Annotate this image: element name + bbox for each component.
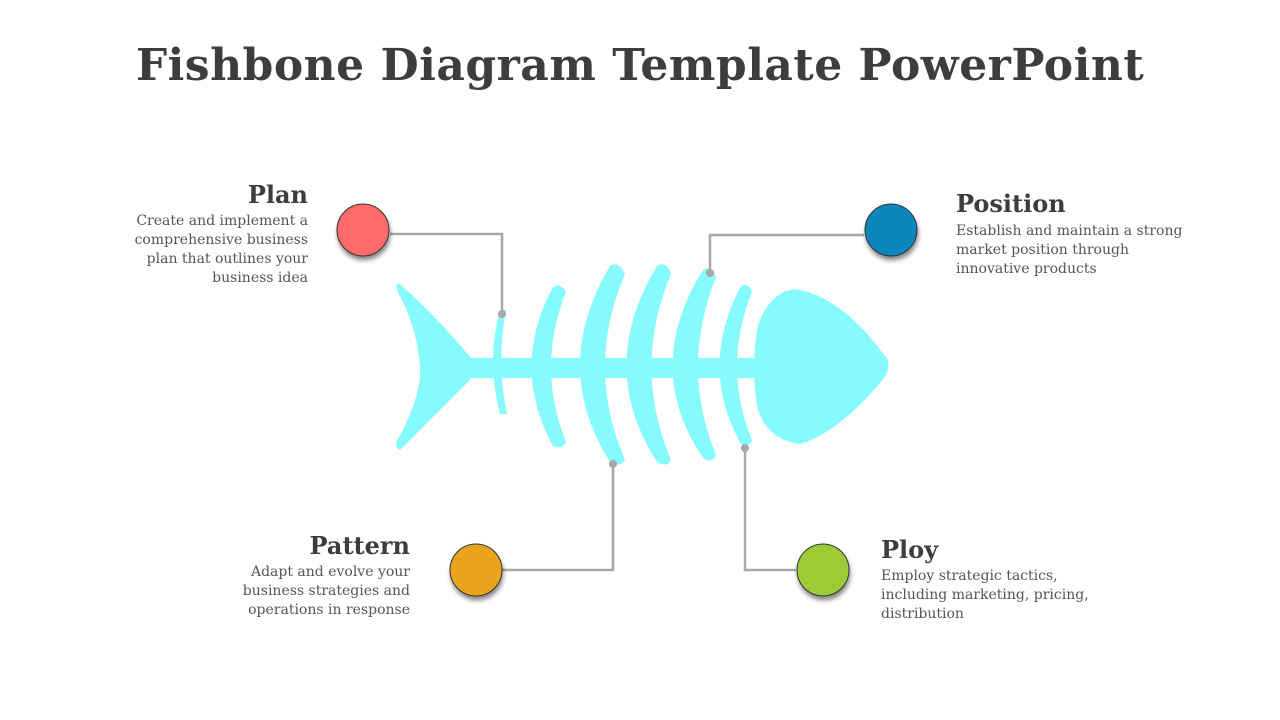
ploy-description: Employ strategic tactics, including mark…: [881, 568, 1089, 622]
fish-skeleton: [396, 264, 889, 465]
plan-connector: [390, 232, 504, 314]
plan-connector-dot: [498, 310, 506, 318]
pattern-description: Adapt and evolve your business strategie…: [242, 564, 410, 618]
ploy-circle: [796, 543, 850, 597]
position-connector: [708, 233, 864, 273]
fish-rib: [580, 264, 625, 465]
fish-rib: [719, 284, 752, 446]
pattern-connector-dot: [609, 460, 617, 468]
position-circle: [864, 203, 918, 257]
position-block: Position Establish and maintain a strong…: [956, 189, 1186, 279]
ploy-connector-dot: [741, 444, 749, 452]
position-heading: Position: [956, 189, 1066, 218]
ploy-connector: [743, 448, 796, 572]
fish-rib: [531, 285, 566, 448]
position-connector-dot: [706, 269, 714, 277]
fish-tail: [396, 283, 470, 450]
plan-circle: [336, 203, 390, 257]
pattern-heading: Pattern: [309, 531, 411, 560]
fish-rib: [493, 310, 507, 414]
connectors: [390, 232, 864, 572]
ploy-heading: Ploy: [881, 535, 939, 564]
plan-heading: Plan: [247, 180, 308, 209]
fish-rib: [672, 268, 716, 461]
plan-description: Create and implement a comprehensive bus…: [134, 213, 308, 286]
plan-block: Plan Create and implement a comprehensiv…: [110, 180, 308, 288]
pattern-connector: [502, 464, 615, 572]
fish-head: [754, 289, 889, 444]
position-description: Establish and maintain a strong market p…: [956, 223, 1183, 277]
fish-rib: [626, 264, 671, 465]
pattern-block: Pattern Adapt and evolve your business s…: [222, 531, 410, 620]
pattern-circle: [449, 543, 503, 597]
ploy-block: Ploy Employ strategic tactics, including…: [881, 535, 1111, 624]
page-title: Fishbone Diagram Template PowerPoint: [135, 40, 1145, 91]
